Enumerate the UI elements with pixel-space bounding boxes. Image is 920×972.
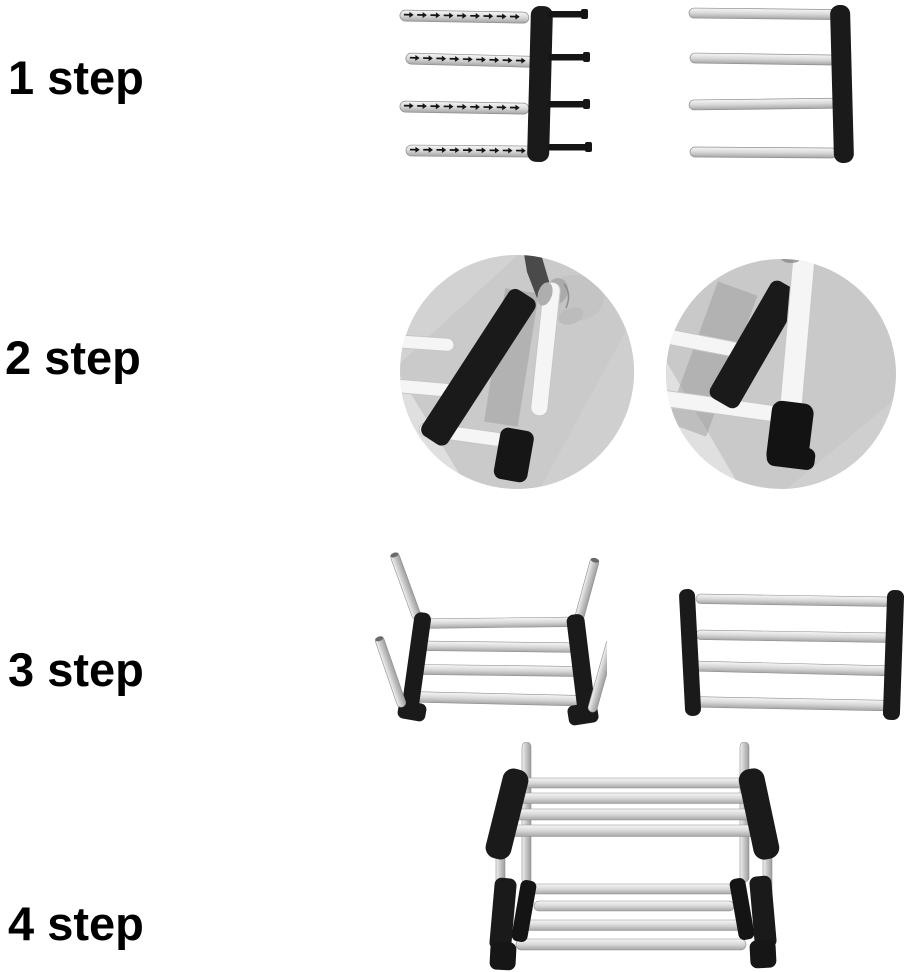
step3-flat-tier-figure <box>676 580 911 730</box>
side-panel-bar <box>397 612 431 722</box>
step1-assembled-side-panel-figure <box>687 3 873 171</box>
panel-peg <box>548 142 592 152</box>
silver-tube <box>415 616 582 629</box>
shelf-connector <box>729 875 777 949</box>
step-3-label: 3 step <box>8 643 144 696</box>
step-4-label: 4 step <box>8 897 144 950</box>
shelf-connector <box>489 877 537 951</box>
silver-tube <box>417 640 584 653</box>
side-panel-bar <box>421 288 536 446</box>
panel-peg <box>548 9 588 19</box>
tier-with-legs-illustration <box>375 552 607 726</box>
closeup-inserting-tube-photo <box>400 255 634 489</box>
step2-leg-inserted-photo <box>663 256 899 492</box>
bottom-shelf-tubes <box>515 883 747 951</box>
rack-foot <box>749 939 777 969</box>
silver-tube <box>689 52 837 66</box>
silver-tube <box>412 664 589 677</box>
side-panel-with-arrow-tubes-illustration <box>399 5 592 163</box>
finger <box>537 282 553 306</box>
side-panel-bar <box>709 280 800 409</box>
side-panel-bar <box>830 4 854 164</box>
side-panel-bar <box>679 589 701 716</box>
flat-tier-illustration <box>679 589 905 721</box>
silver-tube <box>688 97 837 111</box>
side-panel-with-tubes-attached-illustration <box>688 4 854 164</box>
arrow-marked-tube <box>405 52 536 68</box>
step-1-label: 1 step <box>8 51 144 104</box>
corner-post <box>738 768 780 860</box>
step2-insert-leg-photo <box>399 254 635 490</box>
arrow-marked-tube <box>399 9 530 24</box>
fingertip <box>781 259 801 263</box>
side-panel-bar <box>882 590 905 721</box>
silver-tube <box>693 660 893 677</box>
arrow-marked-tube <box>405 144 536 158</box>
leg-tube <box>390 552 421 620</box>
step-2-label: 2 step <box>5 331 141 384</box>
silver-tube <box>688 7 837 20</box>
corner-foot <box>493 427 534 483</box>
side-panel-bar <box>527 5 592 163</box>
corner-post <box>485 768 529 860</box>
leg-tube <box>587 639 607 713</box>
silver-tube <box>405 691 586 707</box>
silver-tube <box>695 629 891 643</box>
leg-tube <box>573 557 600 625</box>
leg-tube <box>375 636 406 708</box>
white-tube <box>400 333 455 352</box>
closeup-tube-inserted-photo <box>666 259 896 489</box>
silver-tube <box>689 146 838 159</box>
arrow-marked-tube <box>399 100 530 115</box>
step3-frame-with-legs-figure <box>362 542 607 737</box>
step4-assembled-rack-figure <box>478 742 788 972</box>
panel-peg <box>548 99 590 109</box>
panel-peg <box>548 52 590 62</box>
silver-tube <box>691 696 894 712</box>
corner-foot <box>766 400 816 470</box>
rack-foot <box>489 941 517 971</box>
step1-exploded-side-panel-figure <box>393 4 595 170</box>
leg-tube <box>530 281 561 417</box>
top-tier-tubes <box>502 777 758 837</box>
assembled-rack-illustration <box>485 742 780 971</box>
silver-tube <box>695 593 891 607</box>
